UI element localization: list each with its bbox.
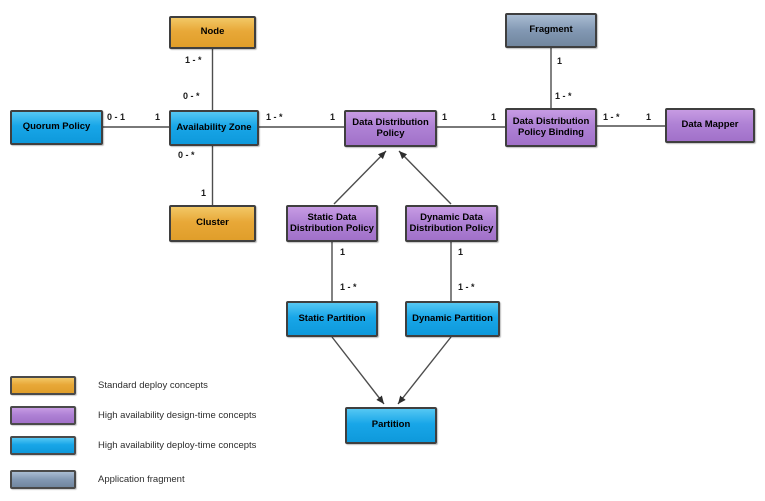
arrow-staticpartition-partition xyxy=(331,336,385,405)
multiplicity-policy-binding-near-policy: 1 xyxy=(442,112,448,122)
dynamic-data-distribution-policy-label: Dynamic Data Distribution Policy xyxy=(409,211,494,234)
multiplicity-quorum-zone-near-policy: 0 - 1 xyxy=(107,112,126,122)
legend-item-design: High availability design-time concepts xyxy=(10,406,256,425)
static-data-distribution-policy-box: Static Data Distribution Policy xyxy=(286,205,378,242)
legend-label-deploy: High availability deploy-time concepts xyxy=(98,440,257,451)
fragment-label: Fragment xyxy=(529,24,573,36)
multiplicity-zone-cluster-near-zone: 0 - * xyxy=(178,150,195,160)
legend-swatch-standard xyxy=(10,376,76,395)
node-label: Node xyxy=(200,26,225,38)
data-distribution-policy-binding-box: Data Distribution Policy Binding xyxy=(505,108,597,147)
multiplicity-zone-policy-near-policy: 1 xyxy=(330,112,336,122)
multiplicity-quorum-zone-near-zone: 1 xyxy=(155,112,161,122)
quorum-policy-box: Quorum Policy xyxy=(10,110,103,145)
multiplicity-fragment-binding-near-binding: 1 - * xyxy=(555,91,572,101)
data-distribution-policy-box: Data Distribution Policy xyxy=(344,110,437,147)
legend-item-fragment: Application fragment xyxy=(10,470,185,489)
legend-label-fragment: Application fragment xyxy=(98,474,185,485)
multiplicity-staticpolicy-partition-near-policy: 1 xyxy=(340,247,346,257)
availability-zone-label: Availability Zone xyxy=(176,121,252,133)
dynamic-data-distribution-policy-box: Dynamic Data Distribution Policy xyxy=(405,205,498,242)
multiplicity-binding-mapper-near-mapper: 1 xyxy=(646,112,652,122)
static-data-distribution-policy-label: Static Data Distribution Policy xyxy=(290,211,374,234)
availability-zone-box: Availability Zone xyxy=(169,110,259,146)
legend-swatch-fragment xyxy=(10,470,76,489)
legend-item-deploy: High availability deploy-time concepts xyxy=(10,436,256,455)
data-mapper-label: Data Mapper xyxy=(681,119,739,131)
legend-label-design: High availability design-time concepts xyxy=(98,410,257,421)
multiplicity-zone-cluster-near-cluster: 1 xyxy=(201,188,207,198)
multiplicity-node-zone-near-node: 1 - * xyxy=(185,55,202,65)
partition-box: Partition xyxy=(345,407,437,444)
legend-swatch-design xyxy=(10,406,76,425)
arrow-staticpolicy-policy xyxy=(333,150,387,205)
multiplicity-zone-policy-near-zone: 1 - * xyxy=(266,112,283,122)
data-mapper-box: Data Mapper xyxy=(665,108,755,143)
node-box: Node xyxy=(169,16,256,49)
partition-label: Partition xyxy=(371,419,411,431)
cluster-label: Cluster xyxy=(196,217,229,229)
arrow-dynamicpartition-partition xyxy=(397,336,452,405)
static-partition-box: Static Partition xyxy=(286,301,378,337)
legend-swatch-deploy xyxy=(10,436,76,455)
fragment-box: Fragment xyxy=(505,13,597,48)
quorum-policy-label: Quorum Policy xyxy=(22,121,91,133)
legend-item-standard: Standard deploy concepts xyxy=(10,376,208,395)
multiplicity-dynamicpolicy-partition-near-policy: 1 xyxy=(458,247,464,257)
multiplicity-binding-mapper-near-binding: 1 - * xyxy=(603,112,620,122)
multiplicity-dynamicpolicy-partition-near-partition: 1 - * xyxy=(458,282,475,292)
multiplicity-policy-binding-near-binding: 1 xyxy=(491,112,497,122)
arrow-dynamicpolicy-policy xyxy=(398,150,452,205)
multiplicity-node-zone-near-zone: 0 - * xyxy=(183,91,200,101)
cluster-box: Cluster xyxy=(169,205,256,242)
static-partition-label: Static Partition xyxy=(298,312,366,324)
dynamic-partition-box: Dynamic Partition xyxy=(405,301,500,337)
data-distribution-policy-binding-label: Data Distribution Policy Binding xyxy=(512,115,590,138)
multiplicity-fragment-binding-near-fragment: 1 xyxy=(557,56,563,66)
data-distribution-policy-label: Data Distribution Policy xyxy=(352,116,429,139)
dynamic-partition-label: Dynamic Partition xyxy=(412,312,493,324)
legend-label-standard: Standard deploy concepts xyxy=(98,380,208,391)
multiplicity-staticpolicy-partition-near-partition: 1 - * xyxy=(340,282,357,292)
